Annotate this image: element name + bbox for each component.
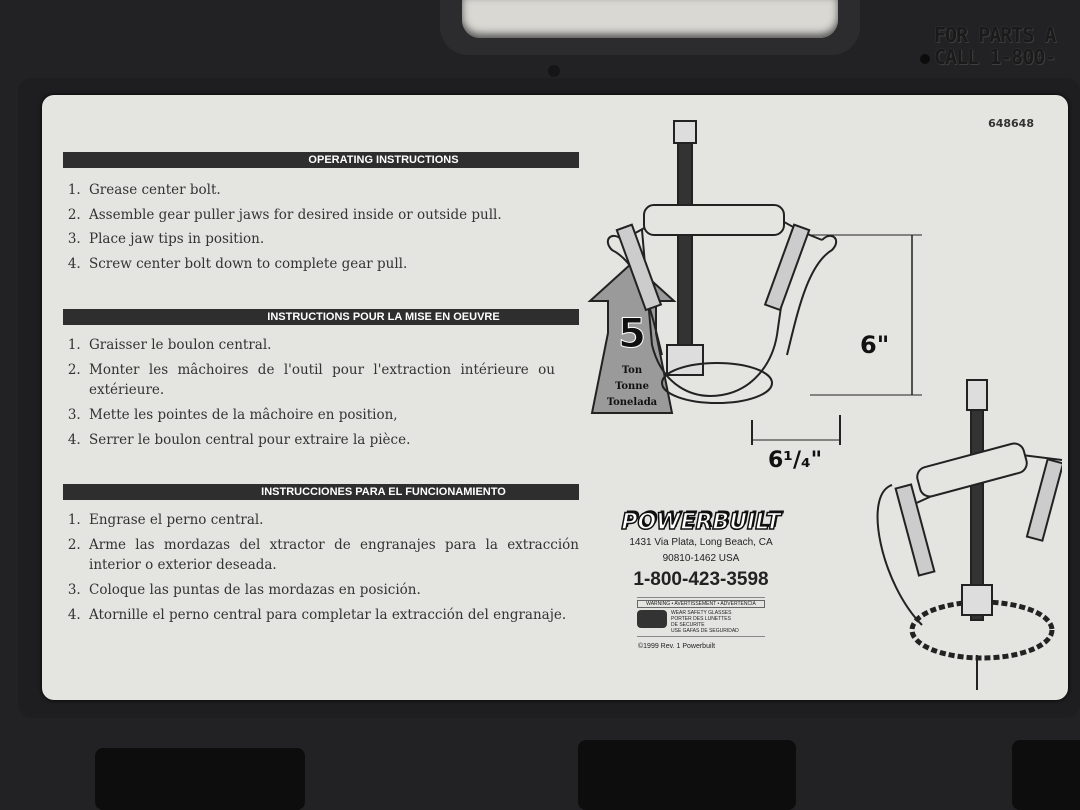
warning-line: DE SECURITE	[671, 622, 705, 628]
height-dimension: 6"	[860, 331, 889, 359]
gear-puller-illustration: 5 Ton Tonne Tonelada 6" 6¹/₄"	[587, 120, 1062, 690]
case-emboss-line: CALL 1-800-	[934, 45, 1056, 69]
capacity-tonelada: Tonelada	[607, 397, 658, 408]
section-french: INSTRUCTIONS POUR LA MISE EN OEUVRE Grai…	[63, 309, 579, 455]
list-item: Serrer le boulon central pour extraire l…	[85, 430, 555, 450]
phone-number: 1-800-423-3598	[633, 569, 769, 590]
list-item: Arme las mordazas del xtractor de engran…	[85, 535, 579, 575]
list-item: Assemble gear puller jaws for desired in…	[85, 203, 579, 228]
case-slot	[95, 748, 305, 810]
part-number: 648648	[988, 117, 1034, 130]
list-item: Atornille el perno central para completa…	[85, 605, 579, 625]
capacity-ton: Ton	[622, 365, 643, 376]
section-english: OPERATING INSTRUCTIONS Grease center bol…	[63, 152, 579, 276]
list-item: Monter les mâchoires de l'outil pour l'e…	[85, 360, 555, 400]
brand-block: POWERBUILT 1431 Via Plata, Long Beach, C…	[608, 509, 794, 650]
handle-cutout	[462, 0, 838, 38]
list-item: Mette les pointes de la mâchoire en posi…	[85, 405, 555, 425]
case-dot	[920, 54, 930, 64]
case-slot	[1012, 740, 1080, 810]
list-item: Grease center bolt.	[85, 178, 579, 203]
section-title: INSTRUCCIONES PARA EL FUNCIONAMIENTO	[63, 484, 579, 500]
section-title: INSTRUCTIONS POUR LA MISE EN OEUVRE	[63, 309, 579, 325]
powerbuilt-logo: POWERBUILT	[621, 509, 782, 536]
case-screw	[548, 65, 560, 77]
warning-line: WEAR SAFETY GLASSES	[671, 610, 732, 616]
case-emboss-line: FOR PARTS A	[934, 23, 1056, 47]
address-line: 1431 Via Plata, Long Beach, CA	[629, 537, 773, 548]
warning-line: PORTER DES LUNETTES	[671, 616, 731, 622]
case-slot	[578, 740, 796, 810]
safety-glasses-icon	[637, 610, 667, 628]
list-item: Engrase el perno central.	[85, 510, 579, 530]
list-item: Screw center bolt down to complete gear …	[85, 252, 579, 277]
warning-title: WARNING • AVERTISSEMENT • ADVERTENCIA	[637, 600, 765, 608]
warning-line: USE GAFAS DE SEGURIDAD	[671, 628, 739, 634]
capacity-tonne: Tonne	[615, 381, 649, 392]
section-title: OPERATING INSTRUCTIONS	[63, 152, 579, 168]
instruction-label: 648648 OPERATING INSTRUCTIONS Grease cen…	[42, 95, 1068, 700]
section-spanish: INSTRUCCIONES PARA EL FUNCIONAMIENTO Eng…	[63, 484, 579, 630]
list-item: Graisser le boulon central.	[85, 335, 555, 355]
copyright: ©1999 Rev. 1 Powerbuilt	[638, 643, 716, 650]
list-item: Coloque las puntas de las mordazas en po…	[85, 580, 579, 600]
width-dimension: 6¹/₄"	[768, 448, 822, 473]
list-item: Place jaw tips in position.	[85, 227, 579, 252]
safety-warning: WARNING • AVERTISSEMENT • ADVERTENCIA WE…	[637, 597, 765, 637]
address-line: 90810-1462 USA	[662, 553, 740, 564]
capacity-number: 5	[618, 311, 646, 357]
